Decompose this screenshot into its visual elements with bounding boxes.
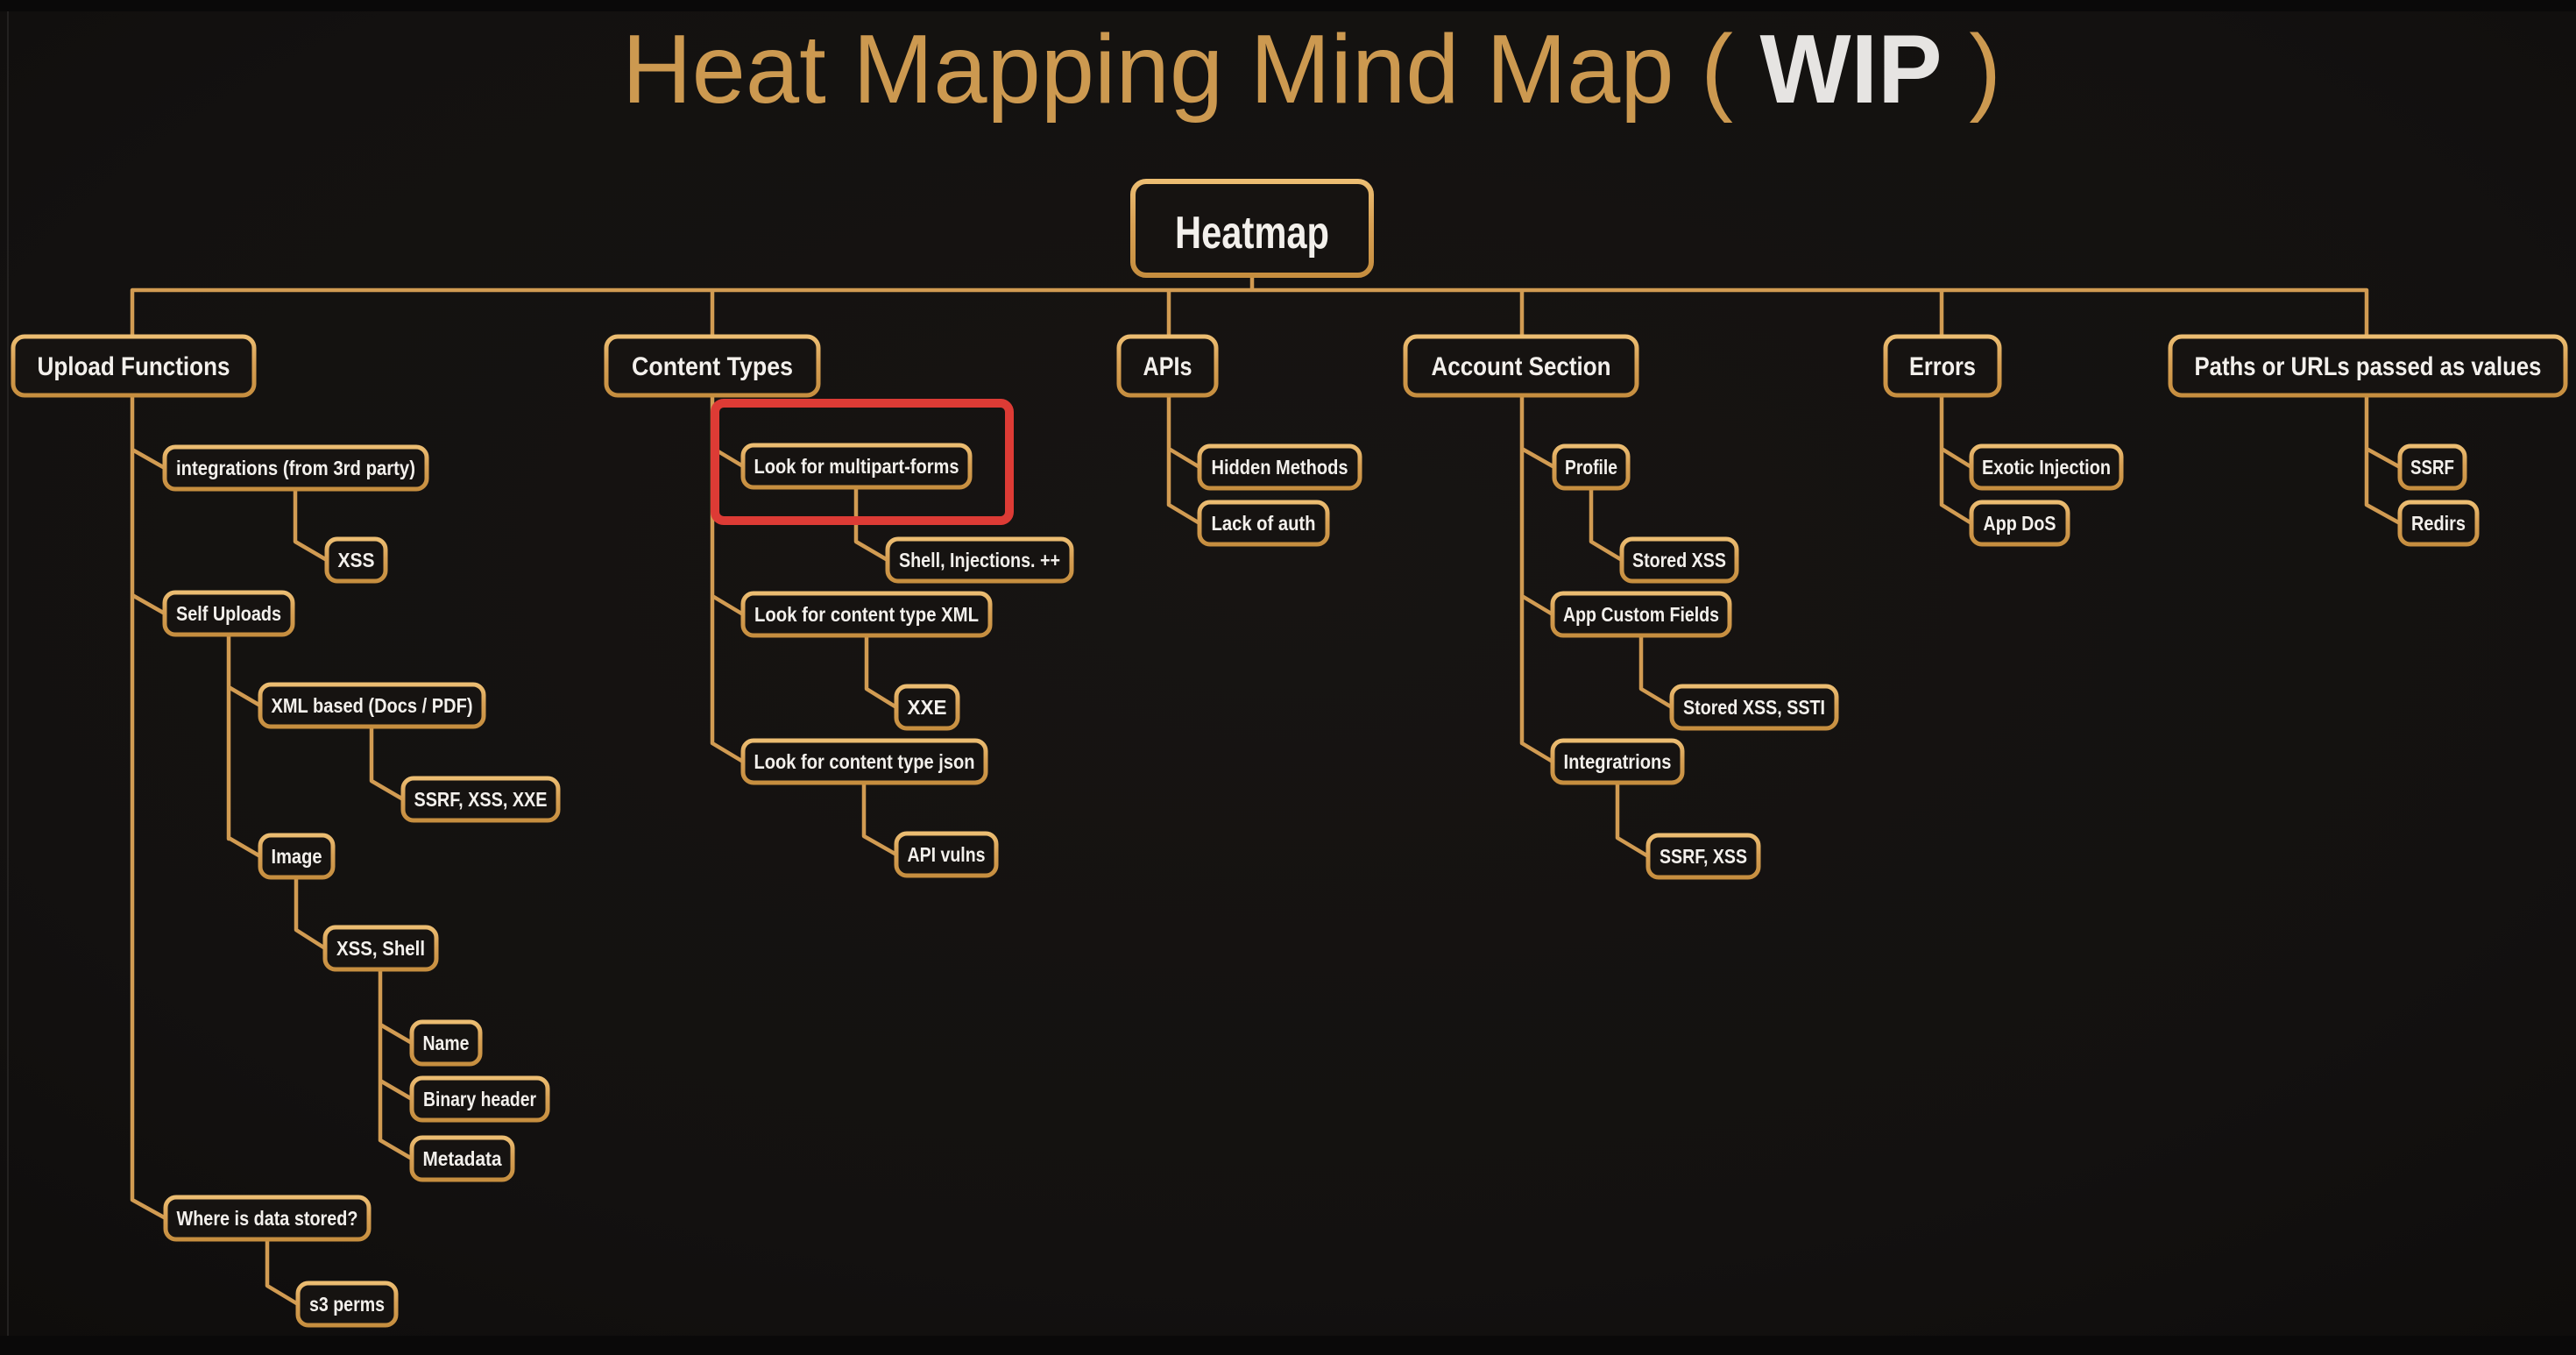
svg-text:Look for content type json: Look for content type json bbox=[754, 750, 975, 773]
svg-text:Integratrions: Integratrions bbox=[1564, 750, 1672, 773]
svg-text:XSS: XSS bbox=[338, 549, 375, 571]
svg-text:Content Types: Content Types bbox=[632, 352, 793, 381]
svg-text:Profile: Profile bbox=[1565, 456, 1617, 479]
svg-text:integrations (from 3rd party): integrations (from 3rd party) bbox=[176, 457, 415, 479]
svg-text:Stored XSS, SSTI: Stored XSS, SSTI bbox=[1683, 696, 1825, 719]
svg-text:Hidden Methods: Hidden Methods bbox=[1212, 456, 1348, 479]
svg-text:SSRF: SSRF bbox=[2410, 456, 2454, 479]
svg-text:Account Section: Account Section bbox=[1432, 352, 1611, 381]
svg-text:Upload Functions: Upload Functions bbox=[38, 352, 230, 381]
svg-text:Lack of auth: Lack of auth bbox=[1212, 512, 1316, 535]
svg-text:Errors: Errors bbox=[1909, 352, 1976, 381]
svg-text:XSS, Shell: XSS, Shell bbox=[336, 937, 425, 960]
svg-text:Redirs: Redirs bbox=[2411, 512, 2466, 535]
svg-text:Heatmap: Heatmap bbox=[1175, 208, 1329, 259]
svg-text:App DoS: App DoS bbox=[1984, 512, 2056, 535]
svg-text:s3 perms: s3 perms bbox=[309, 1293, 385, 1316]
svg-text:Self Uploads: Self Uploads bbox=[176, 602, 281, 625]
svg-text:Metadata: Metadata bbox=[423, 1147, 502, 1170]
svg-text:Shell, Injections. ++: Shell, Injections. ++ bbox=[899, 549, 1060, 571]
svg-text:Name: Name bbox=[423, 1032, 470, 1054]
svg-text:Exotic Injection: Exotic Injection bbox=[1982, 456, 2111, 479]
svg-text:Heat Mapping Mind Map ( WIP ): Heat Mapping Mind Map ( WIP ) bbox=[622, 15, 2001, 124]
svg-text:App Custom Fields: App Custom Fields bbox=[1563, 603, 1719, 626]
svg-text:API vulns: API vulns bbox=[908, 843, 986, 866]
svg-text:Stored XSS: Stored XSS bbox=[1632, 549, 1726, 571]
svg-text:Look for multipart-forms: Look for multipart-forms bbox=[754, 455, 959, 478]
svg-text:APIs: APIs bbox=[1143, 352, 1192, 381]
svg-text:Where is data stored?: Where is data stored? bbox=[177, 1207, 358, 1230]
svg-text:Look for content type XML: Look for content type XML bbox=[754, 603, 979, 626]
svg-text:XML based (Docs / PDF): XML based (Docs / PDF) bbox=[272, 694, 473, 717]
svg-text:Paths or URLs passed as values: Paths or URLs passed as values bbox=[2195, 352, 2542, 381]
svg-text:Image: Image bbox=[272, 845, 322, 868]
svg-text:XXE: XXE bbox=[908, 696, 947, 719]
svg-text:SSRF, XSS, XXE: SSRF, XSS, XXE bbox=[414, 788, 548, 811]
svg-text:Binary header: Binary header bbox=[423, 1088, 536, 1110]
svg-text:SSRF, XSS: SSRF, XSS bbox=[1660, 845, 1747, 868]
